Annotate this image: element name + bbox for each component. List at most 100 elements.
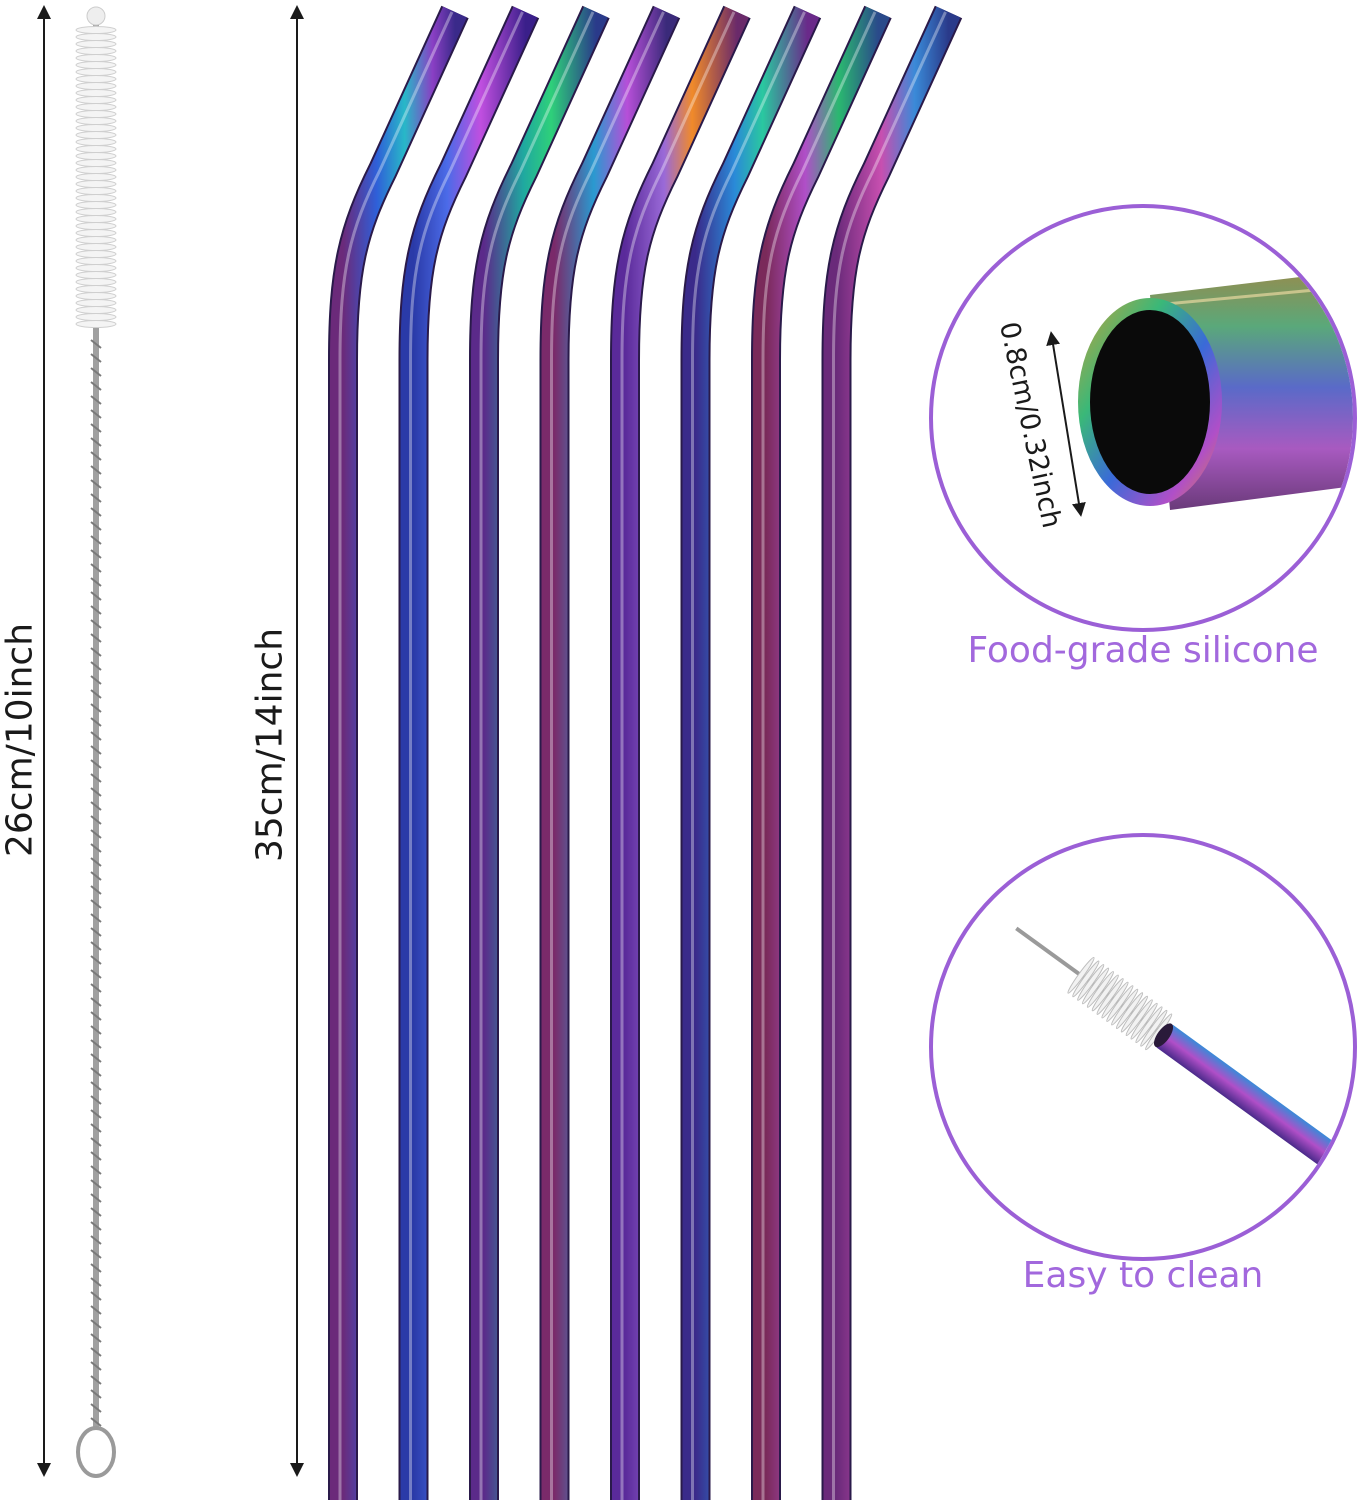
- mini-brush-bristle: [1106, 985, 1134, 1022]
- brush-wire-twist: [90, 493, 102, 503]
- brush-wire-twist: [90, 395, 102, 405]
- brush-bristle: [75, 257, 117, 265]
- brush-bristle: [75, 159, 117, 167]
- brush-wire-twist: [90, 871, 102, 881]
- brush-wire-twist: [90, 703, 102, 713]
- brush-wire-twist: [90, 619, 102, 629]
- brush-wire-twist: [90, 717, 102, 727]
- mini-brush-bristle: [1091, 974, 1119, 1012]
- brush-bristle: [75, 26, 117, 34]
- brush-wire-twist: [90, 1179, 102, 1189]
- brush-bristle: [75, 33, 117, 41]
- brush-wire-twist: [90, 549, 102, 559]
- straws-group: [328, 5, 963, 1500]
- brush-wire-twist: [90, 1235, 102, 1245]
- brush-bristle: [75, 201, 117, 209]
- brush-wire-twist: [90, 1333, 102, 1343]
- brush-wire-twist: [90, 843, 102, 853]
- brush-wire-twist: [90, 997, 102, 1007]
- brush-wire-twist: [90, 1025, 102, 1035]
- brush-bristle: [75, 103, 117, 111]
- brush-bristle: [75, 89, 117, 97]
- brush-wire-twist: [90, 409, 102, 419]
- brush-bristle: [75, 278, 117, 286]
- brush-bristle: [75, 313, 117, 321]
- straw: [612, 6, 749, 1500]
- brush-wire-twist: [90, 1151, 102, 1161]
- mini-brush-bristle: [1140, 1009, 1168, 1047]
- brush-bristle: [75, 40, 117, 48]
- brush-bristle: [75, 75, 117, 83]
- brush-wire-twist: [90, 1137, 102, 1147]
- brush-bristle: [75, 320, 117, 328]
- brush-wire-twist: [90, 1109, 102, 1119]
- brush-wire-twist: [90, 1011, 102, 1021]
- brush-wire-twist: [90, 1221, 102, 1231]
- brush-bristle: [75, 47, 117, 55]
- brush-wire-twist: [90, 731, 102, 741]
- straw-highlight: [620, 11, 736, 1500]
- straw: [400, 6, 538, 1500]
- mini-brush-bristle: [1125, 999, 1153, 1037]
- brush-wire-twist: [90, 1095, 102, 1105]
- brush-wire-twist: [90, 1123, 102, 1133]
- brush-wire-twist: [90, 1263, 102, 1273]
- brush-wire-twist: [90, 1207, 102, 1217]
- brush-wire-twist: [90, 1291, 102, 1301]
- brush-wire-twist: [90, 507, 102, 517]
- brush-wire-twist: [90, 1249, 102, 1259]
- brush-bristle: [75, 243, 117, 251]
- mini-brush-bristle: [1096, 978, 1124, 1015]
- brush-wire-twist: [90, 885, 102, 895]
- brush-wire-twist: [90, 563, 102, 573]
- brush-wire-twist: [90, 1305, 102, 1315]
- mini-brush-bristle: [1135, 1006, 1163, 1044]
- straw: [330, 6, 467, 1500]
- straw-highlight: [691, 11, 806, 1500]
- detail-circle-cleaning: [929, 833, 1357, 1261]
- brush-bristle: [75, 117, 117, 125]
- brush-bristle: [75, 124, 117, 132]
- brush-wire-twist: [90, 661, 102, 671]
- brush-wire-twist: [90, 759, 102, 769]
- brush-bristle: [75, 61, 117, 69]
- straw: [753, 6, 890, 1500]
- brush-wire-twist: [90, 899, 102, 909]
- brush-wire-twist: [90, 1389, 102, 1399]
- brush-wire-twist: [90, 1067, 102, 1077]
- brush-wire-twist: [90, 675, 102, 685]
- straw-highlight: [409, 11, 524, 1500]
- brush-wire-twist: [90, 1361, 102, 1371]
- brush-wire-twist: [90, 577, 102, 587]
- mini-brush-bristle: [1101, 981, 1129, 1019]
- brush-wire-twist: [90, 1319, 102, 1329]
- mini-brush-bristle: [1077, 964, 1105, 1001]
- brush-wire-twist: [90, 1053, 102, 1063]
- brush-bristle: [75, 131, 117, 139]
- brush-wire-twist: [90, 983, 102, 993]
- straw-length-label: 35cm/14inch: [249, 627, 291, 863]
- mini-brush-bristle: [1115, 992, 1144, 1029]
- brush-bristle: [75, 299, 117, 307]
- mini-brush-bristle: [1086, 971, 1115, 1008]
- brush-wire-twist: [90, 1417, 102, 1427]
- brush-wire-twist: [90, 353, 102, 363]
- brush-wire-twist: [90, 689, 102, 699]
- mini-brush-bristle: [1081, 967, 1110, 1005]
- brush-bristle: [75, 110, 117, 118]
- brush-wire-twist: [90, 1347, 102, 1357]
- straw-highlight: [479, 11, 595, 1500]
- brush-bristle: [75, 215, 117, 223]
- brush-wire-twist: [90, 941, 102, 951]
- brush-wire-twist: [90, 787, 102, 797]
- cleaning-brush-icon: [1155, 1024, 1353, 1197]
- brush-bristle: [75, 306, 117, 314]
- brush-wire-twist: [90, 451, 102, 461]
- brush-wire-twist: [90, 381, 102, 391]
- brush-wire-twist: [90, 521, 102, 531]
- brush-wire-twist: [90, 969, 102, 979]
- brush-bristle: [75, 292, 117, 300]
- brush-wire-twist: [90, 801, 102, 811]
- cleaning-brush: [75, 6, 117, 1478]
